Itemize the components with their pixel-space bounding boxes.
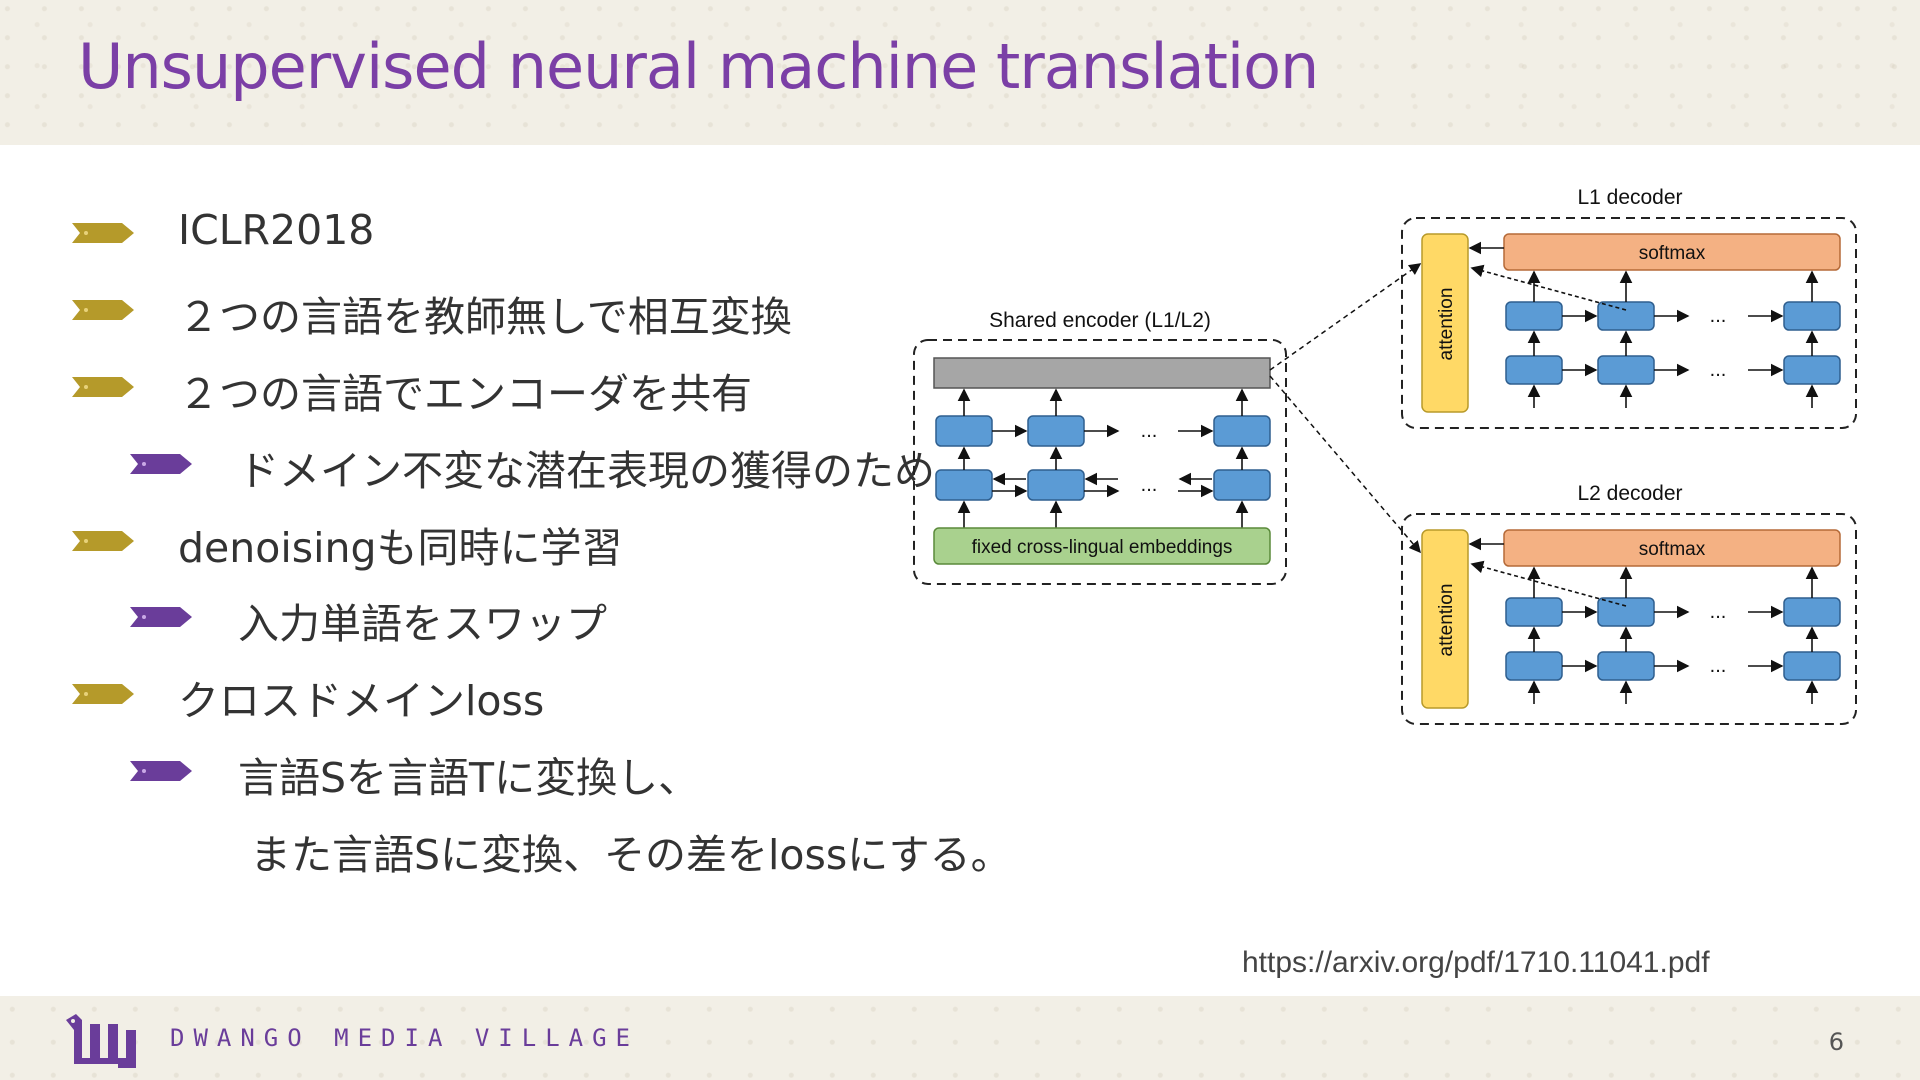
dwango-logo-icon	[66, 1014, 136, 1068]
ellipsis: ...	[1141, 420, 1158, 442]
rnn-cell	[1597, 597, 1655, 627]
softmax-label: softmax	[1639, 243, 1706, 264]
softmax-box	[1503, 529, 1841, 567]
softmax-box	[1503, 233, 1841, 271]
connector-arrow	[1269, 263, 1422, 371]
rnn-cell	[1505, 597, 1563, 627]
bullet-marker-icon	[72, 531, 134, 551]
architecture-diagram: Shared encoder (L1/L2) ... ... fixed cro…	[913, 186, 1857, 725]
encoder-box	[913, 339, 1287, 585]
bullet-item: ICLR2018	[178, 206, 375, 254]
decoder1-label: L1 decoder	[1577, 186, 1682, 209]
attention-label: attention	[1436, 584, 1457, 657]
rnn-cell	[1505, 355, 1563, 385]
rnn-cell	[1783, 651, 1841, 681]
bullet-marker-icon	[72, 300, 134, 320]
embeddings-box	[933, 527, 1271, 565]
bullet-continuation: また言語Sに変換、その差をlossにする。	[250, 831, 1012, 879]
rnn-cell	[1597, 355, 1655, 385]
encoder-output-bar	[933, 357, 1271, 389]
source-url: https://arxiv.org/pdf/1710.11041.pdf	[1242, 946, 1710, 979]
footer-brand: DWANGO MEDIA VILLAGE	[170, 1024, 639, 1052]
header-band	[0, 0, 1920, 145]
bullet-marker-icon	[72, 223, 134, 243]
rnn-cell	[1213, 415, 1271, 447]
encoder-label: Shared encoder (L1/L2)	[989, 309, 1211, 332]
bullet-item: 言語Sを言語Tに変換し、	[238, 754, 700, 802]
rnn-cell	[1783, 355, 1841, 385]
footer-band	[0, 996, 1920, 1080]
slide-title: Unsupervised neural machine translation	[78, 30, 1319, 103]
rnn-cell	[1783, 301, 1841, 331]
bullet-item: クロスドメインloss	[178, 677, 545, 725]
rnn-cell	[1027, 469, 1085, 501]
l1-decoder: attention softmax ... ..	[1401, 217, 1857, 429]
decoder2-label: L2 decoder	[1577, 482, 1682, 505]
softmax-label: softmax	[1639, 539, 1706, 560]
bullet-item: ２つの言語を教師無しで相互変換	[178, 293, 792, 341]
ellipsis: ...	[1710, 359, 1727, 381]
rnn-cell	[1027, 415, 1085, 447]
rnn-cell	[1505, 301, 1563, 331]
rnn-cell	[1597, 651, 1655, 681]
ellipsis: ...	[1710, 655, 1727, 677]
bullet-marker-icon	[130, 454, 192, 474]
connector-arrow	[1269, 375, 1421, 554]
attention-label: attention	[1436, 288, 1457, 361]
page-number: 6	[1828, 1028, 1844, 1056]
rnn-cell	[1213, 469, 1271, 501]
ellipsis: ...	[1141, 474, 1158, 496]
encoder-rnn-cells	[935, 415, 1271, 501]
bullet-marker-icon	[72, 684, 134, 704]
bullet-marker-icon	[130, 761, 192, 781]
attention-box	[1421, 233, 1469, 413]
rnn-cell	[935, 469, 993, 501]
bullet-item: denoisingも同時に学習	[178, 524, 623, 572]
bullet-marker-icon	[130, 607, 192, 627]
bullet-item: ２つの言語でエンコーダを共有	[178, 370, 752, 418]
bullet-item: ドメイン不変な潜在表現の獲得のため	[238, 447, 935, 495]
ellipsis: ...	[1710, 305, 1727, 327]
attention-box	[1421, 529, 1469, 709]
rnn-cell	[1783, 597, 1841, 627]
ellipsis: ...	[1710, 601, 1727, 623]
embeddings-label: fixed cross-lingual embeddings	[972, 537, 1233, 558]
bullet-marker-icon	[72, 377, 134, 397]
encoder-arrows	[957, 388, 1249, 528]
bullet-item: 入力単語をスワップ	[238, 600, 607, 648]
rnn-cell	[1597, 301, 1655, 331]
rnn-cell	[1505, 651, 1563, 681]
rnn-cell	[935, 415, 993, 447]
l2-decoder: attention softmax ... ..	[1401, 513, 1857, 725]
